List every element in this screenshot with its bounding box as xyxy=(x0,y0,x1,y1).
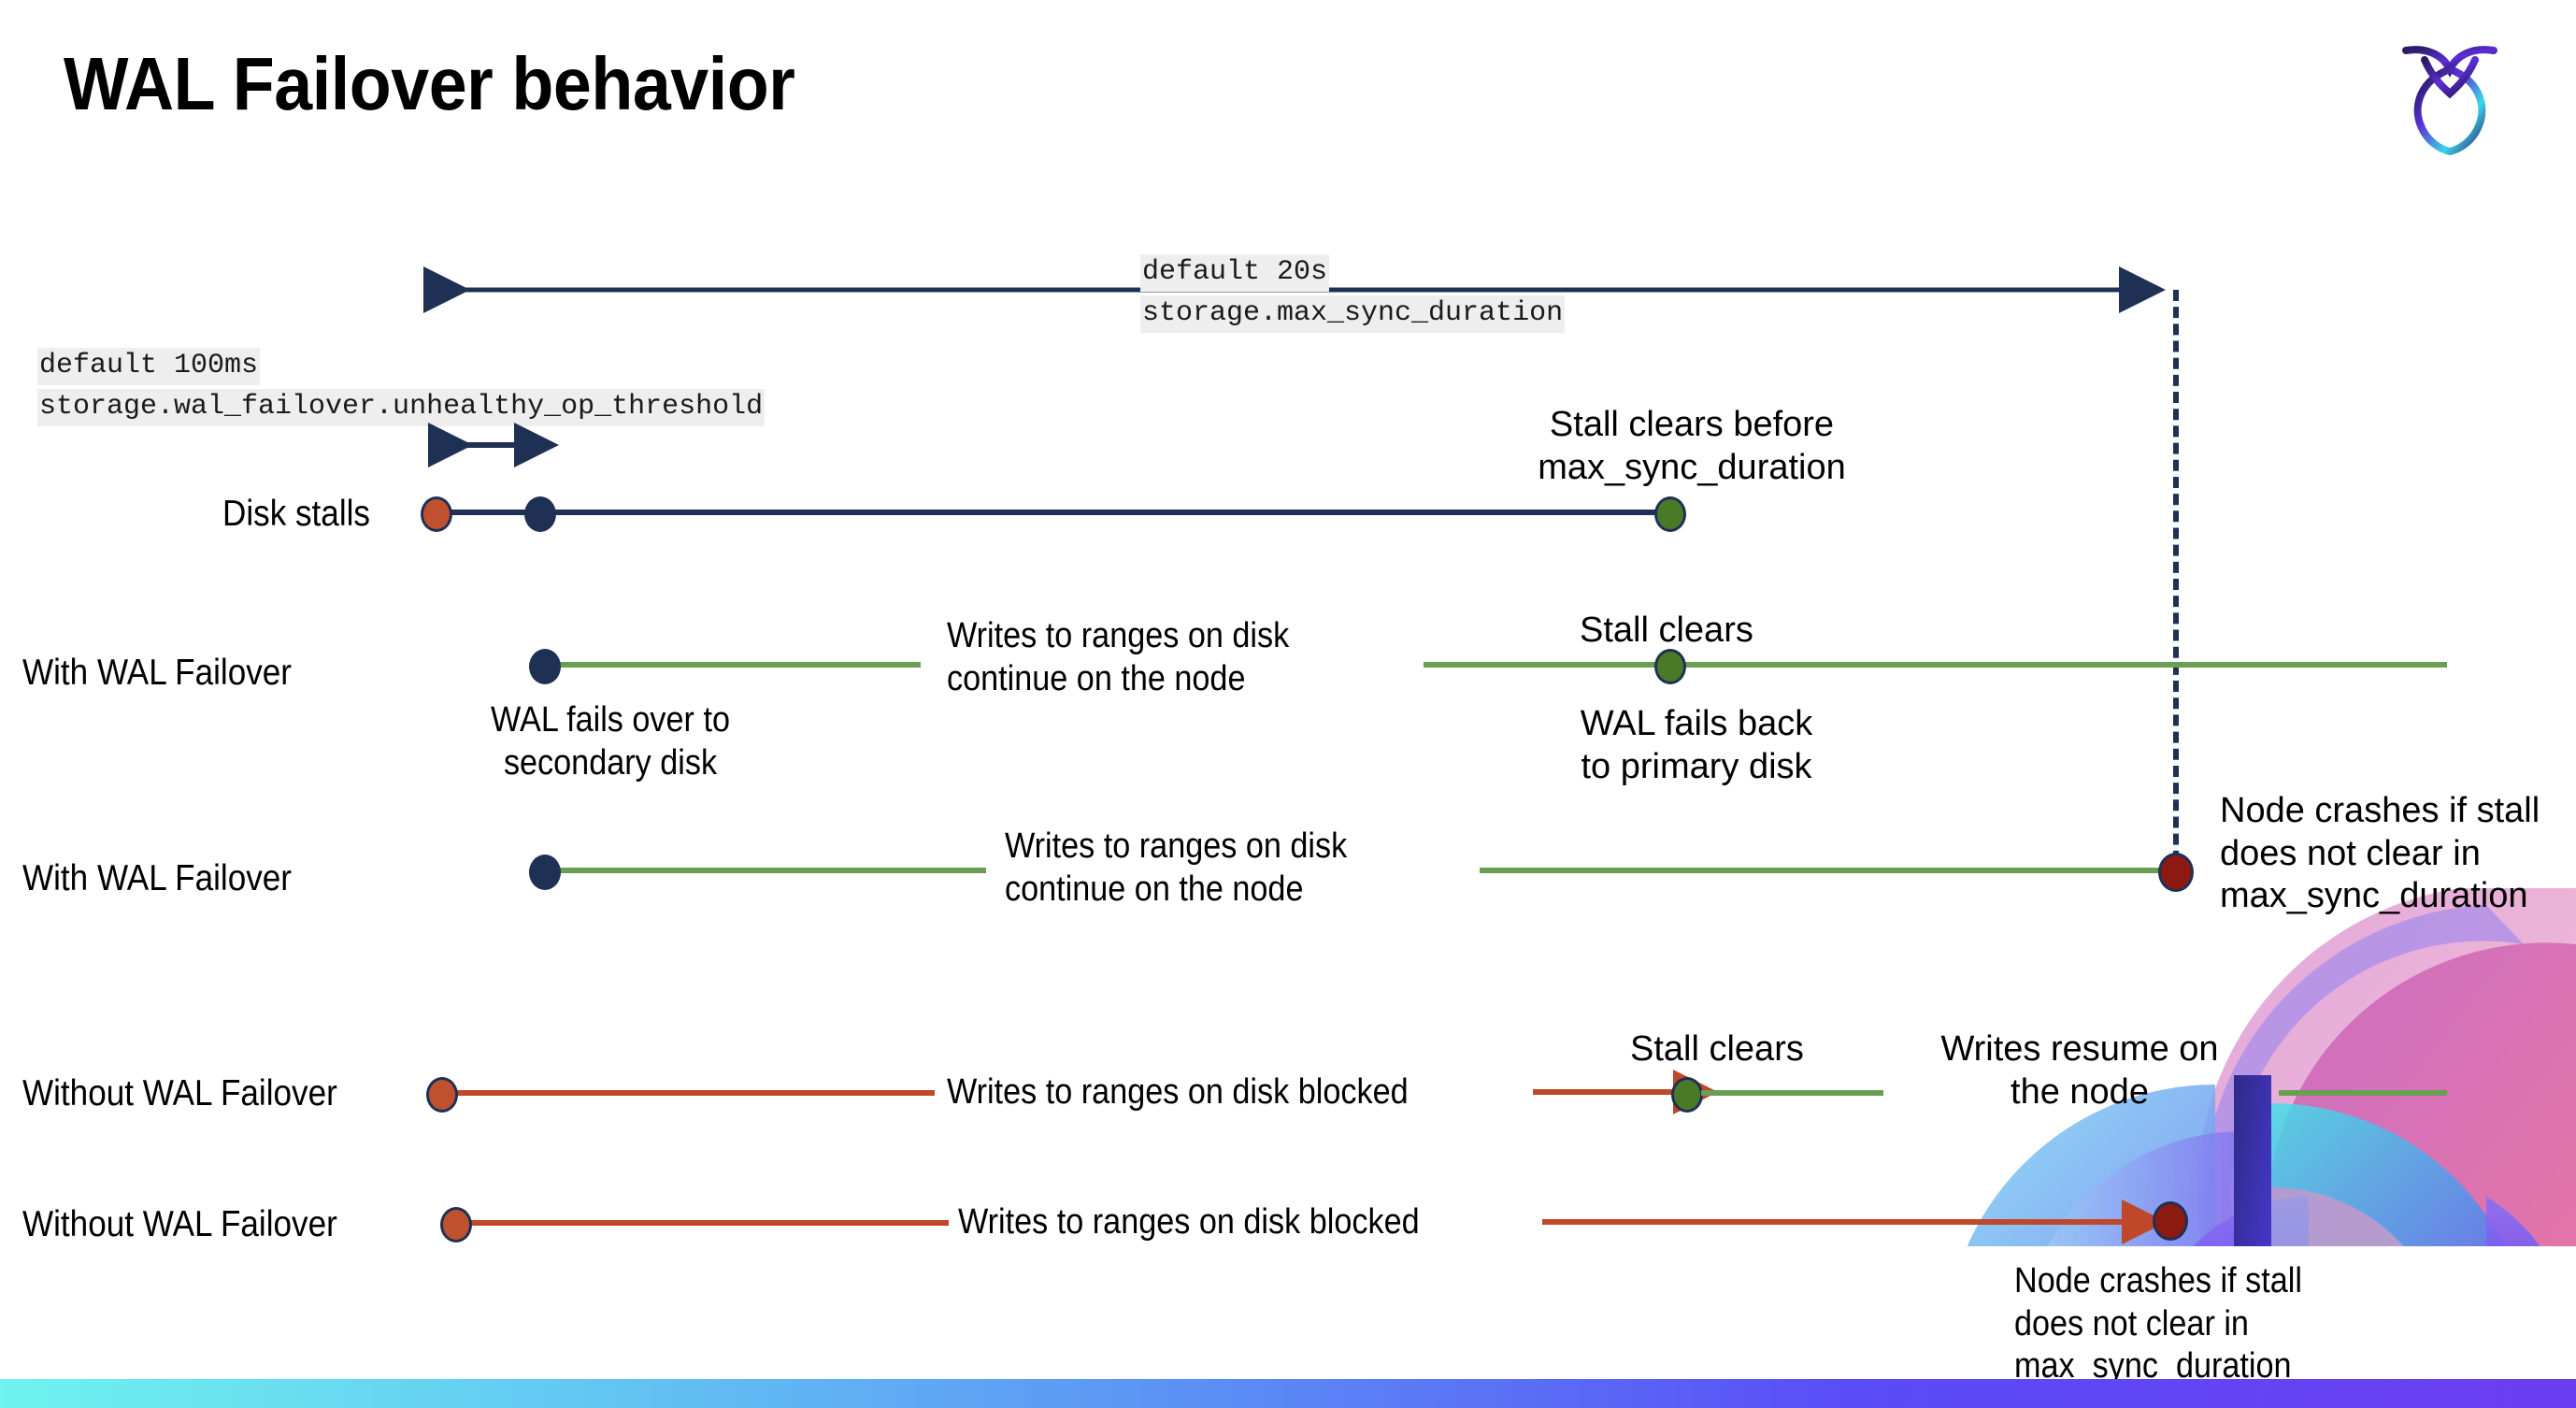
unhealthy-op-threshold-setting-label: storage.wal_failover.unhealthy_op_thresh… xyxy=(37,389,766,426)
bottom-accent-bar xyxy=(0,1379,2576,1408)
disk-stalls-timeline xyxy=(436,510,1671,515)
failover-navy-dot xyxy=(529,649,561,684)
note-wal-fails-over: WAL fails over to secondary disk xyxy=(491,700,730,783)
without-wal-failover-1-resume-segment-b xyxy=(2279,1090,2447,1096)
stall-start-orange-dot xyxy=(421,496,452,532)
note-writes-blocked-1: Writes to ranges on disk blocked xyxy=(947,1072,1409,1112)
row-label-without-wal-failover-1: Without WAL Failover xyxy=(22,1073,337,1113)
row-label-disk-stalls: Disk stalls xyxy=(222,494,370,534)
without-wal-failover-1-blocked-segment xyxy=(449,1090,935,1096)
stall-clear-green-dot xyxy=(1654,649,1686,684)
note-stall-clears-1: Stall clears xyxy=(1580,611,1753,650)
without-wal-failover-2-blocked-arrow xyxy=(1542,1200,2187,1244)
note-node-crashes-bottom: Node crashes if stall does not clear in … xyxy=(2014,1261,2302,1386)
with-wal-failover-2-segment-b xyxy=(1480,868,2190,873)
failover-navy-dot xyxy=(524,496,556,532)
row-label-with-wal-failover-1: With WAL Failover xyxy=(22,653,292,693)
page-title: WAL Failover behavior xyxy=(64,42,795,125)
with-wal-failover-1-segment-a xyxy=(551,662,921,668)
note-stall-clears-before-max: Stall clears before max_sync_duration xyxy=(1538,405,1846,487)
note-writes-continue-1: Writes to ranges on disk continue on the… xyxy=(947,616,1290,698)
note-stall-clears-2: Stall clears xyxy=(1630,1029,1804,1069)
note-node-crashes-top: Node crashes if stall does not clear in … xyxy=(2220,791,2540,916)
stall-clear-green-dot xyxy=(1654,496,1686,532)
failover-navy-dot xyxy=(529,855,561,890)
cockroachdb-logo-icon xyxy=(2389,26,2511,157)
with-wal-failover-2-segment-a xyxy=(551,868,986,873)
node-crash-dark-red-dot xyxy=(2158,853,2194,892)
without-wal-failover-1-resume-segment-a xyxy=(1701,1090,1883,1096)
unhealthy-op-threshold-default-label: default 100ms xyxy=(37,348,261,385)
row-label-with-wal-failover-2: With WAL Failover xyxy=(22,858,292,898)
stall-clear-green-dot xyxy=(1671,1077,1703,1113)
row-label-without-wal-failover-2: Without WAL Failover xyxy=(22,1204,337,1244)
note-writes-continue-2: Writes to ranges on disk continue on the… xyxy=(1005,826,1348,909)
without-wal-failover-2-blocked-segment-a xyxy=(463,1220,949,1226)
stall-start-orange-dot xyxy=(426,1077,458,1113)
note-wal-fails-back: WAL fails back to primary disk xyxy=(1580,704,1813,786)
node-crash-dark-red-dot xyxy=(2153,1201,2188,1241)
stall-start-orange-dot xyxy=(440,1207,472,1243)
max-sync-duration-dashed-guide xyxy=(2173,290,2179,879)
max-sync-duration-setting-label: storage.max_sync_duration xyxy=(1140,295,1566,333)
note-writes-resume: Writes resume on the node xyxy=(1940,1029,2219,1112)
unhealthy-op-threshold-range-arrow xyxy=(419,423,568,467)
note-writes-blocked-2: Writes to ranges on disk blocked xyxy=(958,1202,1420,1242)
max-sync-duration-default-label: default 20s xyxy=(1140,254,1330,292)
with-wal-failover-1-segment-b xyxy=(1424,662,2447,668)
